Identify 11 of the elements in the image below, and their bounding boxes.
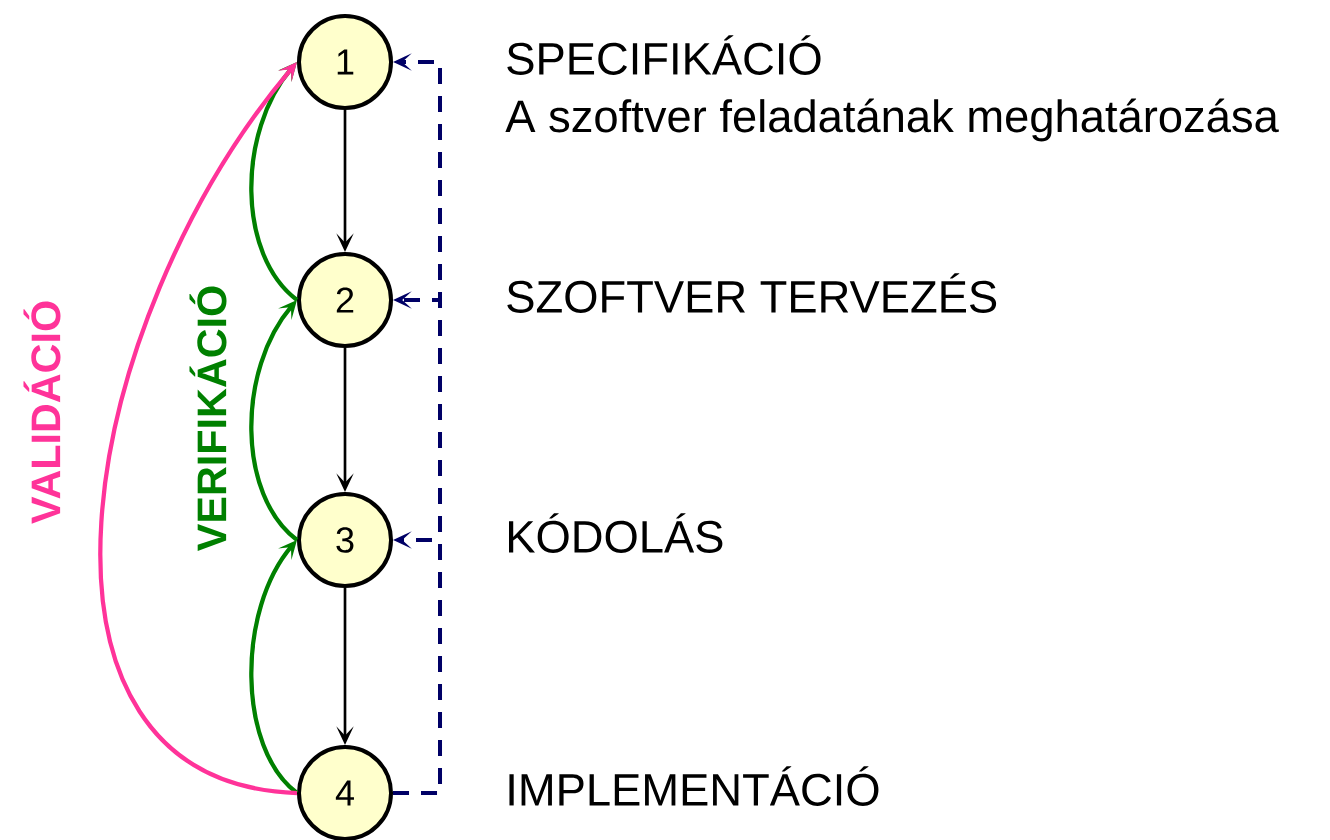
arrow <box>99 62 298 796</box>
step-title: KÓDOLÁS <box>509 513 723 553</box>
rotated-label: VERIFIKÁCIÓ <box>189 286 227 551</box>
step-title: SZOFTVER TERVEZÉS <box>507 273 997 313</box>
arrow <box>249 62 299 302</box>
step-title: IMPLEMENTÁCIÓ <box>509 766 879 806</box>
step-title: SPECIFIKÁCIÓ <box>507 35 821 75</box>
rotated-label: VALIDÁCIÓ <box>23 301 61 524</box>
arrow <box>249 300 299 542</box>
step-description: A szoftver feladatának meghatározása <box>505 98 1279 142</box>
arrow <box>249 540 299 795</box>
